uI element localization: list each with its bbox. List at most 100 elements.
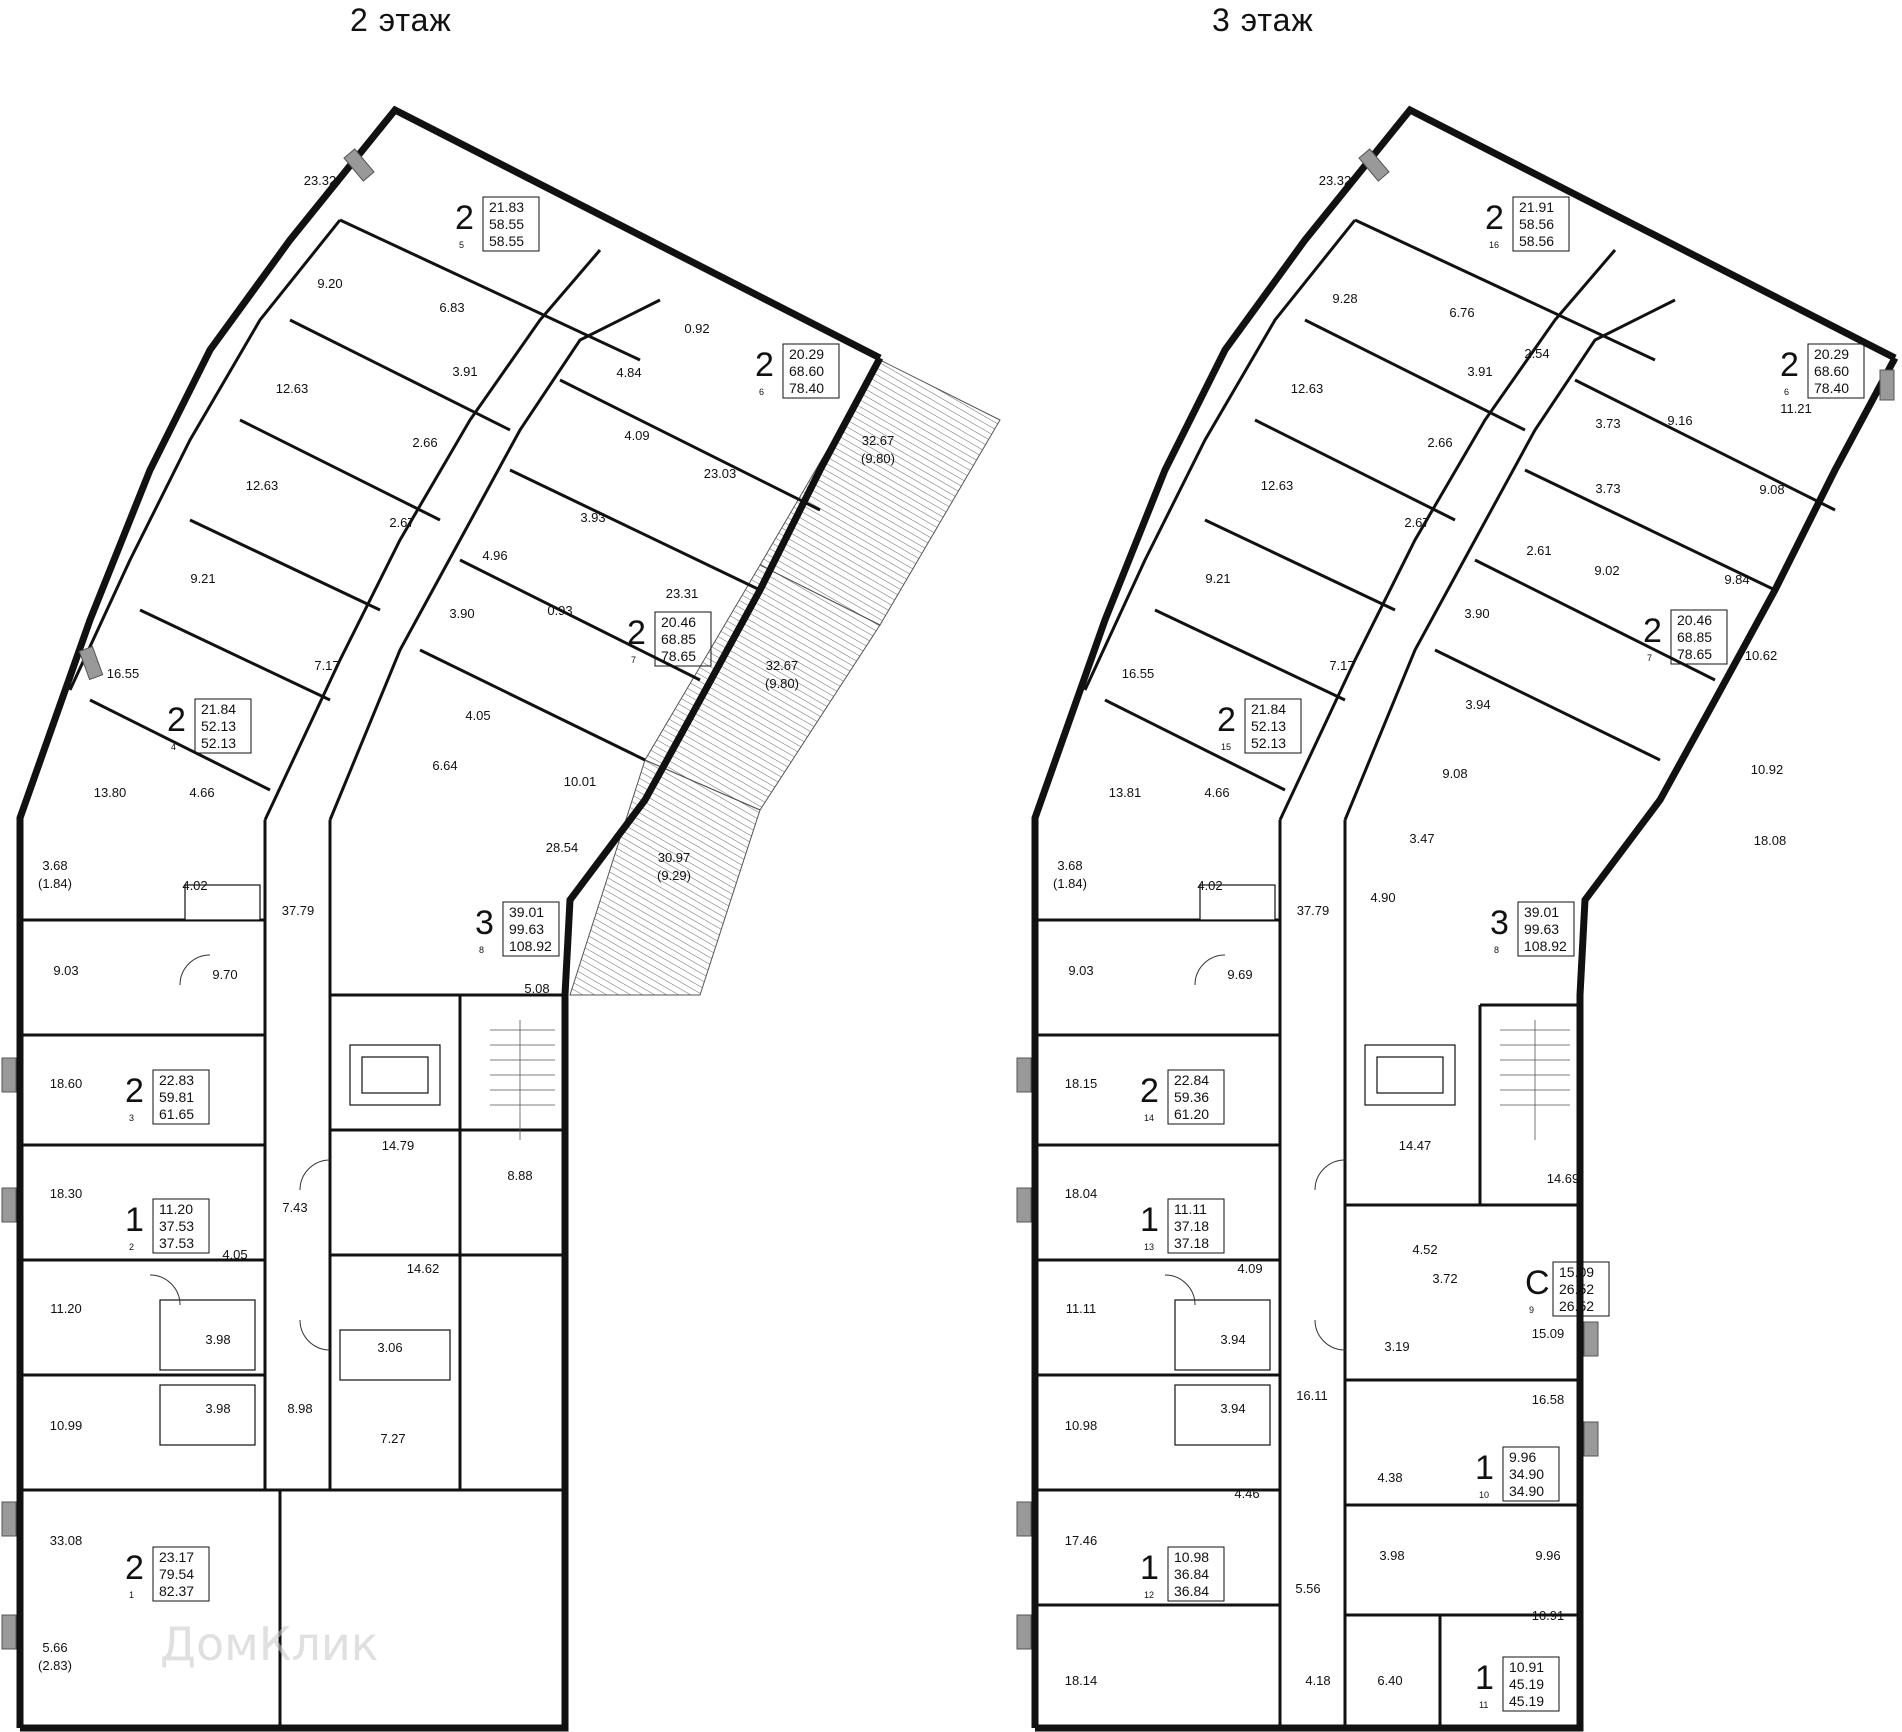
room-area-label: 18.30 (50, 1186, 83, 1201)
apartment-area-value: 58.55 (489, 233, 524, 249)
room-area-label: 4.09 (624, 428, 649, 443)
room-area-label: 23.32 (304, 173, 337, 188)
apartment-area-value: 36.84 (1174, 1583, 1209, 1599)
apartment-area-value: 52.13 (201, 735, 236, 751)
apartment-number: 1 (129, 1590, 134, 1600)
apartment-area-value: 78.65 (1677, 646, 1712, 662)
room-area-label: 32.67 (862, 433, 895, 448)
apartment-area-value: 20.46 (1677, 612, 1712, 628)
room-area-label: 9.16 (1667, 413, 1692, 428)
apartment-box-frame (654, 611, 712, 667)
apartment-box-frame (1167, 1069, 1225, 1125)
apartment-box-frame (1502, 1656, 1560, 1712)
room-area-label: 4.38 (1377, 1470, 1402, 1485)
room-area-label: 9.70 (212, 967, 237, 982)
apartment-area-value: 58.55 (489, 216, 524, 232)
floor-2-plan (1, 105, 1001, 1732)
apartment-room-count: 2 (455, 199, 474, 237)
room-area-label: 4.18 (1305, 1673, 1330, 1688)
apartment-room-count: 2 (1485, 199, 1504, 237)
apartment-area-value: 15.09 (1559, 1264, 1594, 1280)
room-area-label: 9.21 (1205, 571, 1230, 586)
terrace (569, 759, 761, 996)
room-area-label: (1.84) (1053, 876, 1087, 891)
apartment-area-value: 39.01 (1524, 904, 1559, 920)
apartment-area-value: 68.60 (789, 363, 824, 379)
room-area-label: 4.66 (189, 785, 214, 800)
apartment-area-value: 61.20 (1174, 1106, 1209, 1122)
room-area-label: 33.08 (50, 1533, 83, 1548)
room-area-label: 6.83 (439, 300, 464, 315)
room-area-label: 9.08 (1442, 766, 1467, 781)
room-area-label: 4.46 (1234, 1486, 1259, 1501)
apartment-number: 11 (1479, 1700, 1488, 1710)
room-area-label: 14.69 (1547, 1171, 1580, 1186)
apartment-number: 16 (1489, 240, 1499, 250)
apartment-room-count: 2 (1140, 1072, 1159, 1110)
room-area-label: 18.60 (50, 1076, 83, 1091)
apartment-area-value: 59.81 (159, 1089, 194, 1105)
room-area-label: (9.80) (861, 451, 895, 466)
apartment-area-value: 9.96 (1509, 1449, 1536, 1465)
room-area-label: (2.83) (38, 1658, 72, 1673)
apartment-area-value: 39.01 (509, 904, 544, 920)
room-area-label: 10.92 (1751, 762, 1784, 777)
room-area-label: (9.80) (765, 676, 799, 691)
apartment-area-value: 99.63 (1524, 921, 1559, 937)
room-area-label: 4.02 (182, 878, 207, 893)
apartment-number: 9 (1529, 1305, 1534, 1315)
room-area-label: 7.17 (314, 658, 339, 673)
room-area-label: 14.79 (382, 1138, 415, 1153)
room-area-label: 18.08 (1754, 833, 1787, 848)
apartment-area-value: 26.52 (1559, 1298, 1594, 1314)
room-area-label: 7.27 (380, 1431, 405, 1446)
room-area-label: 9.20 (317, 276, 342, 291)
apartment-area-value: 68.85 (661, 631, 696, 647)
room-area-label: 10.98 (1065, 1418, 1098, 1433)
room-area-label: 3.68 (42, 858, 67, 873)
room-area-labels: 23.329.206.833.9112.632.6612.632.679.213… (38, 173, 1812, 1688)
room-area-label: 7.43 (282, 1200, 307, 1215)
room-area-label: 2.61 (1526, 543, 1551, 558)
room-area-label: 0.93 (547, 603, 572, 618)
room-area-label: 5.08 (524, 981, 549, 996)
apartment-area-value: 21.91 (1519, 199, 1554, 215)
room-area-label: 12.63 (276, 381, 309, 396)
apartment-number: 7 (1647, 653, 1652, 663)
room-area-label: 11.20 (50, 1301, 82, 1316)
room-area-label: 2.66 (1427, 435, 1452, 450)
room-area-label: 30.97 (658, 850, 691, 865)
apartment-area-value: 37.53 (159, 1218, 194, 1234)
room-area-label: 9.08 (1759, 482, 1784, 497)
apartment-box-frame (152, 1546, 210, 1602)
room-area-label: 9.69 (1227, 967, 1252, 982)
room-area-label: 13.81 (1109, 785, 1142, 800)
apartment-area-value: 37.53 (159, 1235, 194, 1251)
apartment-room-count: 1 (1140, 1549, 1159, 1587)
apartment-area-value: 20.29 (789, 346, 824, 362)
apartment-area-value: 21.83 (489, 199, 524, 215)
apartment-box-frame (1502, 1446, 1560, 1502)
room-area-label: 2.67 (389, 515, 414, 530)
apartment-number: 8 (1494, 945, 1499, 955)
room-area-label: 4.84 (616, 365, 641, 380)
floor-3-title: 3 этаж (1212, 2, 1314, 38)
apartment-area-value: 58.56 (1519, 216, 1554, 232)
room-area-label: 9.02 (1594, 563, 1619, 578)
room-area-label: 8.98 (287, 1401, 312, 1416)
apartment-number: 6 (759, 387, 764, 397)
room-area-label: 12.63 (246, 478, 279, 493)
room-area-label: 10.01 (564, 774, 597, 789)
room-area-label: 0.92 (684, 321, 709, 336)
